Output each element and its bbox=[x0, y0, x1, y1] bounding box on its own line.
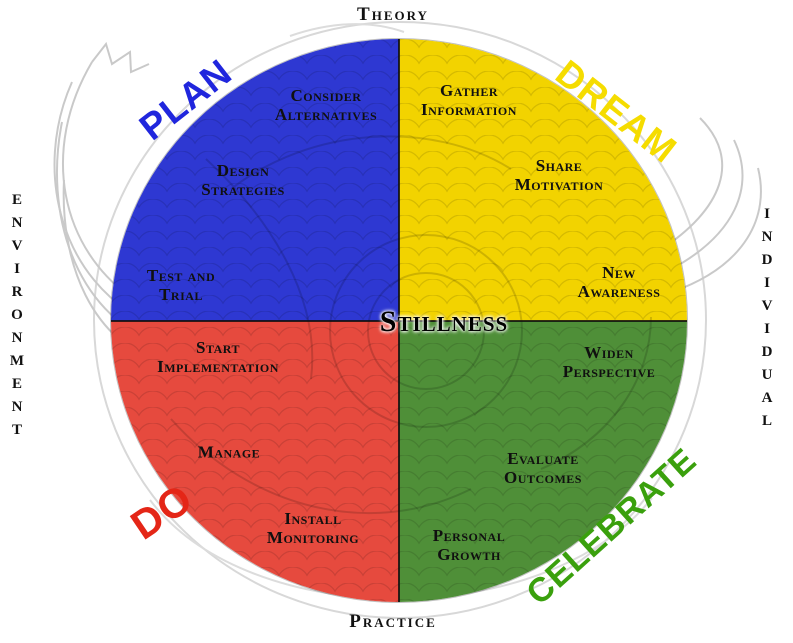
cycle-step-manage: Manage bbox=[197, 442, 261, 462]
cycle-step-start-implementation: Start Implementation bbox=[157, 337, 279, 376]
axis-label-environment: ENVIRONMENT bbox=[9, 192, 25, 445]
axis-label-individual: INDIVIDUAL bbox=[759, 206, 775, 436]
axis-label-practice: Practice bbox=[349, 611, 437, 632]
cycle-step-share-motivation: Share Motivation bbox=[514, 155, 604, 194]
cycle-step-personal-growth: Personal Growth bbox=[432, 525, 506, 564]
cycle-step-gather-information: Gather Information bbox=[421, 80, 517, 119]
cycle-step-evaluate-outcomes: Evaluate Outcomes bbox=[504, 448, 582, 487]
vertical-axis-line bbox=[398, 39, 400, 602]
cycle-step-widen-perspective: Widen Perspective bbox=[562, 342, 656, 381]
cycle-step-test-and-trial: Test and Trial bbox=[146, 265, 216, 304]
axis-label-theory: Theory bbox=[357, 4, 429, 25]
cycle-step-install-monitoring: Install Monitoring bbox=[266, 508, 360, 547]
center-label-stillness: Stillness bbox=[379, 305, 509, 338]
cycle-step-new-awareness: New Awareness bbox=[577, 262, 661, 301]
cycle-step-consider-alternatives: Consider Alternatives bbox=[274, 85, 378, 124]
cycle-step-design-strategies: Design Strategies bbox=[201, 160, 285, 199]
